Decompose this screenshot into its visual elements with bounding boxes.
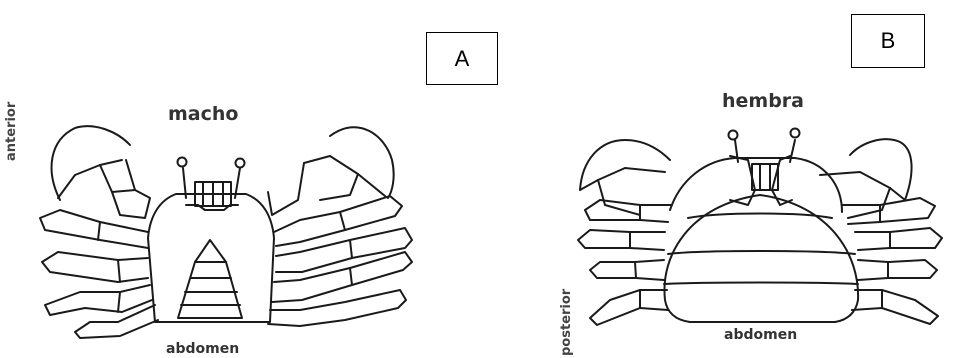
female-abdomen-label: abdomen <box>724 327 797 343</box>
anterior-label: anterior <box>4 102 19 161</box>
male-title: macho <box>168 103 238 125</box>
female-carapace-upper <box>670 158 842 212</box>
female-title: hembra <box>722 90 804 112</box>
panel-a-label-box: A <box>426 32 498 85</box>
posterior-label: posterior <box>559 289 574 356</box>
male-carapace <box>148 194 274 322</box>
female-crab-drawing <box>578 129 942 326</box>
panel-b-letter: B <box>881 28 896 54</box>
male-right-claw-inner <box>304 156 385 196</box>
male-left-claw <box>52 126 130 200</box>
female-right-claw <box>850 139 912 200</box>
panel-b-label-box: B <box>851 14 925 68</box>
male-crab-drawing <box>40 126 412 338</box>
male-abdomen-label: abdomen <box>166 341 239 357</box>
panel-a-letter: A <box>455 46 470 72</box>
